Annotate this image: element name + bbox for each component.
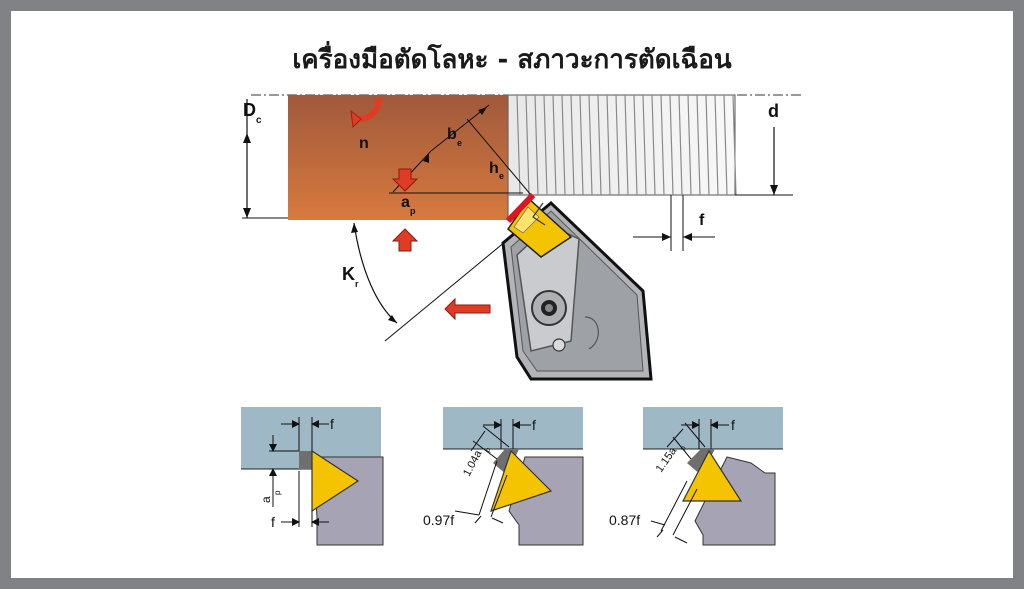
dc-label: D xyxy=(243,100,256,120)
ap-arrow-down xyxy=(391,168,419,192)
detail-panel-3: f 1.15a p 0.87f xyxy=(609,407,783,546)
detail-1-ap: a xyxy=(259,496,273,503)
kr-label: K xyxy=(342,264,355,284)
detail-2-ap-sub: p xyxy=(484,447,492,454)
page-title: เครื่องมือตัดโลหะ - สภาวะการตัดเฉือน xyxy=(292,45,732,75)
cutting-edge xyxy=(505,192,536,224)
cutting-insert xyxy=(505,192,573,258)
cutting-diagram: D c d n b e h e a xyxy=(241,94,801,546)
detail-3-f-bottom: 0.87f xyxy=(609,512,640,528)
detail-2-f-bottom: 0.97f xyxy=(423,512,454,528)
detail-3-f-top: f xyxy=(731,417,735,433)
he-label: h xyxy=(489,160,499,177)
be-subscript: e xyxy=(457,138,462,148)
ap-label: a xyxy=(401,194,410,211)
dc-subscript: c xyxy=(256,115,262,126)
detail-2-ap: 1.04a xyxy=(461,448,485,479)
be-line xyxy=(466,118,532,196)
he-subscript: e xyxy=(499,171,504,181)
d-label: d xyxy=(768,101,779,121)
ap-arrow-up xyxy=(391,228,419,252)
machined-surface xyxy=(507,94,737,220)
detail-2-f-top: f xyxy=(532,417,536,433)
detail-3-ap-sub: p xyxy=(680,445,688,452)
rotation-label: n xyxy=(359,135,369,152)
main-diagram: D c d n b e h e a xyxy=(242,94,801,381)
slide-frame: เครื่องมือตัดโลหะ - สภาวะการตัดเฉือน xyxy=(11,11,1013,578)
detail-panel-1: f a p f xyxy=(241,407,384,546)
workpiece-body xyxy=(288,95,508,220)
detail-3-workpiece xyxy=(643,407,783,449)
detail-1-f-bottom: f xyxy=(271,514,275,530)
detail-1-ap-sub: p xyxy=(273,490,282,495)
detail-panel-2: f 1.04a p 0.97f xyxy=(423,407,584,546)
f-label: f xyxy=(699,212,705,229)
ap-subscript: p xyxy=(410,206,416,216)
be-label: b xyxy=(447,126,457,143)
kr-arc xyxy=(353,222,398,324)
feed-direction-arrow xyxy=(444,297,491,321)
kr-subscript: r xyxy=(355,279,359,289)
detail-1-f-top: f xyxy=(330,416,334,432)
kr-line xyxy=(384,226,524,342)
